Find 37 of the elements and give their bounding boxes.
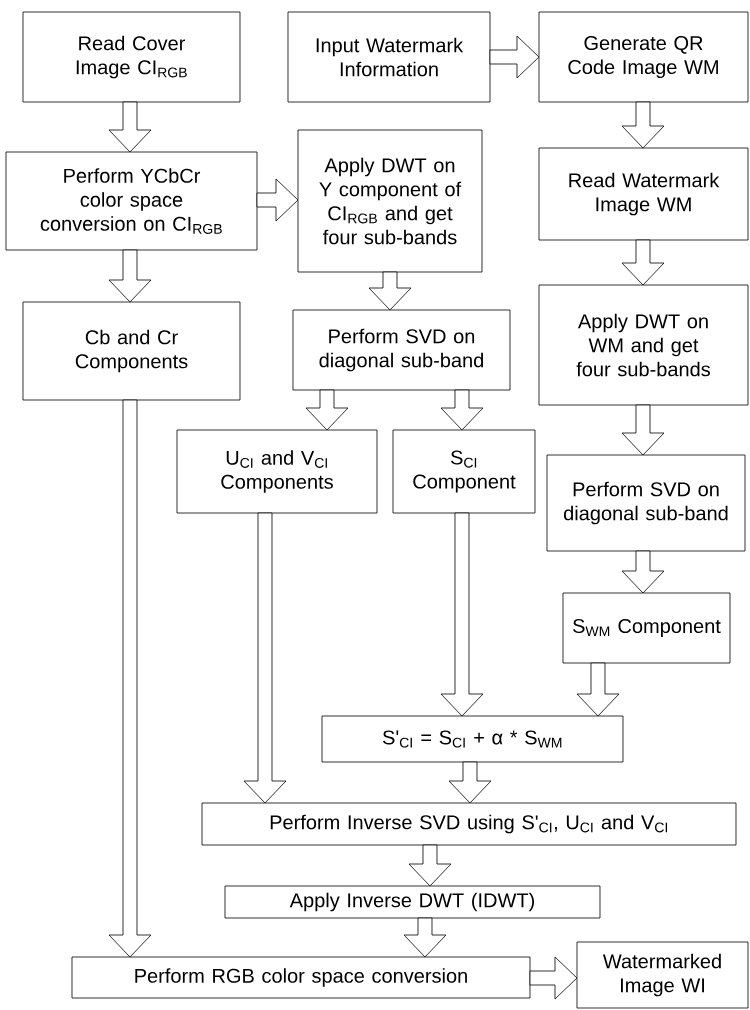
block-arrow (305, 389, 349, 431)
process-box: S$_{WM}$ Component (562, 592, 731, 664)
block-arrow (621, 404, 665, 456)
block-arrow (403, 917, 447, 958)
process-box: S$_{CI}$ Component (392, 429, 536, 514)
process-box: Apply Inverse DWT (IDWT) (224, 885, 601, 919)
block-arrow (440, 512, 484, 717)
block-arrow (368, 271, 412, 311)
block-arrow (108, 399, 152, 958)
process-box: Apply DWT on WM and get four sub-bands (538, 284, 749, 406)
block-arrow (448, 761, 492, 804)
process-box: Apply DWT on Y component of CI$_{RGB}$ and get four sub-bands (297, 129, 483, 273)
block-arrow (108, 101, 152, 153)
process-box: Perform YCbCr color space conversion on CI$_{RGB}$ (5, 151, 258, 251)
block-arrow (529, 956, 578, 1000)
process-box: U$_{CI}$ and V$_{CI}$ Components (176, 429, 378, 514)
process-box: Cb and Cr Components (22, 301, 241, 401)
process-box: Watermarked Image WI (576, 941, 749, 1009)
process-box: Read Cover Image CI$_{RGB}$ (22, 11, 241, 103)
process-box: Perform Inverse SVD using S'$_{CI}$, U$_{CI}$ and V$_{CI}$ (201, 802, 737, 846)
block-arrow (621, 101, 665, 149)
process-box: Perform SVD on diagonal sub-band (292, 309, 511, 391)
block-arrow (108, 249, 152, 303)
block-arrow (408, 844, 452, 887)
process-box: Perform SVD on diagonal sub-band (546, 454, 746, 552)
block-arrow (256, 178, 299, 222)
process-box: Input Watermark Information (287, 11, 491, 103)
process-box: Generate QR Code Image WM (538, 11, 749, 103)
block-arrow (621, 239, 665, 286)
process-box: Perform RGB color space conversion (71, 956, 531, 999)
block-arrow (440, 389, 484, 431)
process-box: S'$_{CI}$ = S$_{CI}$ + α * S$_{WM}$ (321, 715, 624, 763)
block-arrow (576, 662, 620, 717)
process-box: Read Watermark Image WM (538, 147, 749, 241)
block-arrow (489, 35, 540, 79)
block-arrow (621, 550, 665, 594)
block-arrow (243, 512, 287, 804)
